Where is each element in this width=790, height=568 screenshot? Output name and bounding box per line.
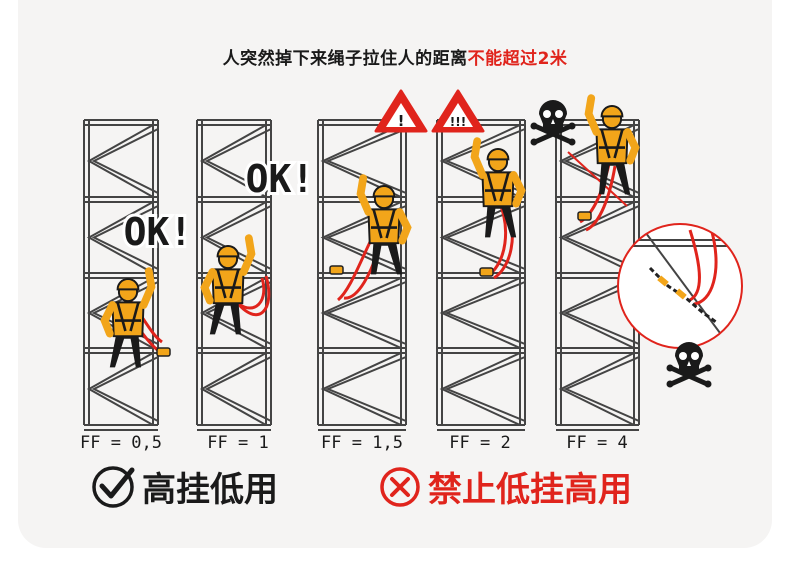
scaffold-tower bbox=[436, 119, 526, 431]
scaffold-tower bbox=[317, 119, 407, 431]
carabiner-clip bbox=[156, 347, 171, 357]
warning-triangle-icon: !!! bbox=[431, 89, 485, 133]
warning-symbol: !!! bbox=[450, 115, 466, 129]
scaffold-towers bbox=[83, 119, 640, 431]
worker-figure bbox=[470, 137, 526, 238]
prohibited-x-circle-icon bbox=[380, 466, 420, 507]
good-practice-text: 高挂低用 bbox=[142, 470, 278, 510]
title-warning: 不能超过2米 bbox=[467, 49, 568, 69]
title-main: 人突然掉下来绳子拉住人的距离 bbox=[222, 49, 468, 69]
workers bbox=[100, 94, 640, 368]
lanyard-rope bbox=[585, 165, 617, 232]
lanyards bbox=[123, 163, 617, 357]
skull-crossbones-icon bbox=[666, 342, 712, 388]
good-practice-label: 高挂低用 bbox=[90, 462, 278, 511]
worker-figure bbox=[200, 234, 256, 335]
ff-label: FF = 1,5 bbox=[321, 433, 403, 453]
worker-figure bbox=[584, 94, 640, 195]
ok-badge: OK! bbox=[124, 210, 193, 254]
worker-figure bbox=[356, 174, 412, 275]
zoom-background bbox=[618, 224, 742, 348]
carabiner-clip bbox=[577, 211, 592, 221]
bad-practice-label: 禁止低挂高用 bbox=[378, 462, 632, 511]
worker-figure bbox=[100, 267, 156, 368]
carabiner-clip bbox=[329, 265, 344, 275]
ff-label: FF = 2 bbox=[449, 433, 510, 453]
page-title: 人突然掉下来绳子拉住人的距离不能超过2米 bbox=[0, 44, 790, 69]
ff-label: FF = 0,5 bbox=[80, 433, 162, 453]
warning-symbol: ! bbox=[398, 112, 405, 130]
lanyard-rope bbox=[336, 237, 374, 302]
skull-crossbones-icon bbox=[530, 100, 576, 146]
ff-label: FF = 4 bbox=[566, 433, 627, 453]
ok-badge: OK! bbox=[246, 157, 315, 201]
bad-practice-text: 禁止低挂高用 bbox=[428, 470, 632, 510]
checkmark-circle-icon bbox=[92, 465, 135, 508]
zoom-pointer-line bbox=[567, 151, 628, 207]
ff-label: FF = 1 bbox=[207, 433, 268, 453]
lanyard-rope bbox=[233, 275, 271, 317]
carabiner-clip bbox=[479, 267, 494, 277]
warning-triangle-icon: ! bbox=[374, 89, 428, 133]
